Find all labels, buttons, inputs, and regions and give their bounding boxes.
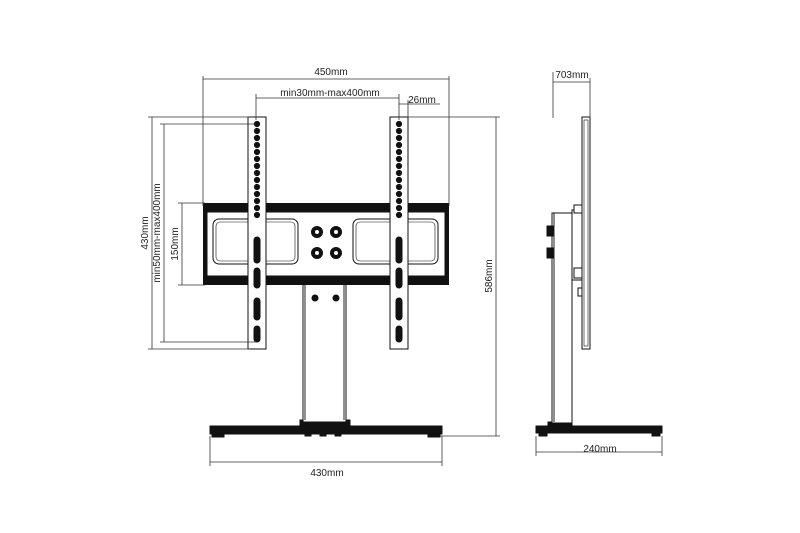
side-column xyxy=(551,212,573,424)
base-foot-left xyxy=(211,433,225,438)
side-dimension-lines xyxy=(535,72,663,456)
side-top-label: 703mm xyxy=(555,70,588,81)
vesa-horizontal-label: min30mm-max400mm xyxy=(280,88,379,99)
right-vesa-bracket xyxy=(389,116,409,350)
base-width-label: 430mm xyxy=(310,468,343,479)
bracket-spacing-label: 150mm xyxy=(170,227,181,260)
side-view xyxy=(535,116,663,437)
front-dimension-lines xyxy=(148,76,500,466)
bracket-width-label: 26mm xyxy=(408,95,436,106)
overall-height-label: 430mm xyxy=(140,216,151,249)
side-panel xyxy=(581,116,591,350)
vesa-vertical-label: min50mm-max400mm xyxy=(152,183,163,282)
base-depth-label: 240mm xyxy=(583,444,616,455)
overall-width-label: 450mm xyxy=(314,67,347,78)
side-base xyxy=(535,425,663,434)
front-view xyxy=(203,116,449,438)
total-height-label: 586mm xyxy=(484,259,495,292)
base-foot-right xyxy=(427,433,441,438)
stand-column xyxy=(302,281,347,423)
left-vesa-bracket xyxy=(247,116,267,350)
